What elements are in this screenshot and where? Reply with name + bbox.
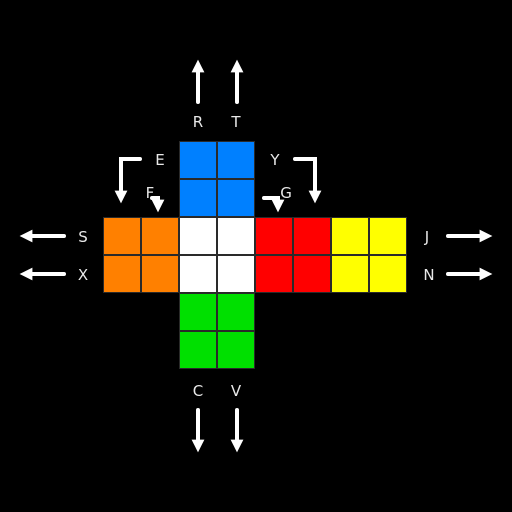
- sticker-up-1-0: [179, 179, 217, 217]
- sticker-left-1-1: [141, 255, 179, 293]
- sticker-front-1-0: [179, 255, 217, 293]
- sticker-back-1-1: [369, 255, 407, 293]
- key-label-r: R: [192, 113, 204, 131]
- key-label-x: X: [77, 266, 89, 284]
- sticker-up-1-1: [217, 179, 255, 217]
- sticker-up-0-0: [179, 141, 217, 179]
- sticker-up-0-1: [217, 141, 255, 179]
- sticker-right-1-1: [293, 255, 331, 293]
- sticker-front-0-0: [179, 217, 217, 255]
- key-label-c: C: [192, 382, 204, 400]
- rotate-cw-icon-y[interactable]: [293, 157, 322, 204]
- sticker-back-0-1: [369, 217, 407, 255]
- sticker-right-0-1: [293, 217, 331, 255]
- key-label-e: E: [155, 151, 165, 169]
- key-label-n: N: [423, 266, 435, 284]
- key-label-s: S: [78, 228, 88, 246]
- sticker-left-0-1: [141, 217, 179, 255]
- key-label-y: Y: [270, 151, 280, 169]
- rotate-cw-icon-f[interactable]: [150, 196, 165, 213]
- rotate-ccw-icon-g[interactable]: [262, 196, 285, 213]
- sticker-left-1-0: [103, 255, 141, 293]
- key-label-t: T: [231, 113, 241, 131]
- sticker-back-1-0: [331, 255, 369, 293]
- sticker-front-0-1: [217, 217, 255, 255]
- key-label-f: F: [145, 184, 155, 202]
- sticker-left-0-0: [103, 217, 141, 255]
- sticker-back-0-0: [331, 217, 369, 255]
- sticker-down-0-0: [179, 293, 217, 331]
- key-label-v: V: [230, 382, 242, 400]
- sticker-front-1-1: [217, 255, 255, 293]
- sticker-down-1-1: [217, 331, 255, 369]
- sticker-right-0-0: [255, 217, 293, 255]
- key-label-g: G: [280, 184, 292, 202]
- rotate-ccw-icon-e[interactable]: [114, 157, 142, 204]
- sticker-down-1-0: [179, 331, 217, 369]
- key-label-j: J: [424, 228, 430, 246]
- sticker-down-0-1: [217, 293, 255, 331]
- sticker-right-1-0: [255, 255, 293, 293]
